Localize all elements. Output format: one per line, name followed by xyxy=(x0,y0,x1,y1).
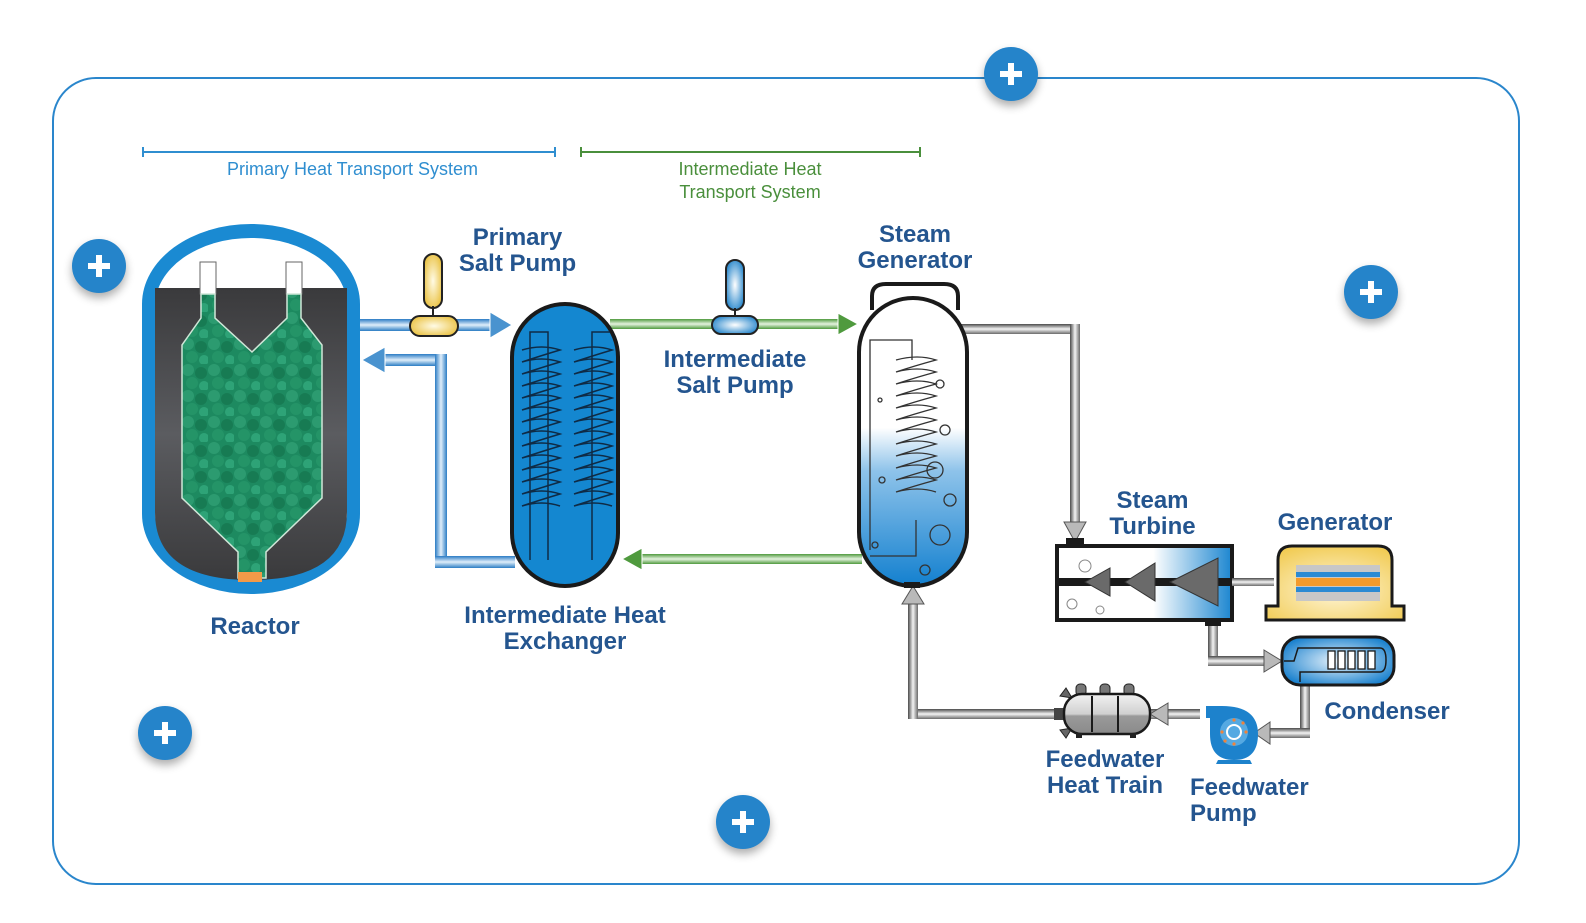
turbine-exhaust-pipe xyxy=(1208,622,1283,673)
feedwater-pump[interactable] xyxy=(1206,706,1258,764)
steam-generator[interactable] xyxy=(857,282,969,588)
primary-cold-leg-pipe xyxy=(360,346,515,568)
steam-turbine-label: Steam Turbine xyxy=(1109,487,1196,540)
main-steam-pipe xyxy=(960,324,1087,544)
hotspot-reactor-button[interactable] xyxy=(72,239,126,293)
primary-system-bracket xyxy=(142,147,556,157)
feedwater-heat-train[interactable] xyxy=(1054,683,1152,739)
hotspot-right-button[interactable] xyxy=(1344,265,1398,319)
generator-label: Generator xyxy=(1277,509,1393,536)
plus-icon xyxy=(154,722,176,744)
reactor-label: Reactor xyxy=(210,613,300,640)
steam-generator-label: Steam Generator xyxy=(857,221,973,274)
generator[interactable] xyxy=(1264,544,1406,622)
feedwater-pipe xyxy=(901,585,1200,726)
intermediate-system-bracket xyxy=(580,147,921,157)
intermediate-heat-exchanger[interactable] xyxy=(510,302,620,588)
hotspot-top-button[interactable] xyxy=(984,47,1038,101)
intermediate-salt-pump[interactable] xyxy=(711,259,759,335)
plus-icon xyxy=(1360,281,1382,303)
primary-salt-pump[interactable] xyxy=(409,253,459,337)
diagram-frame xyxy=(52,77,1520,885)
hotspot-bottom-center-button[interactable] xyxy=(716,795,770,849)
condensate-pipe xyxy=(1253,676,1310,745)
hotspot-bottom-left-button[interactable] xyxy=(138,706,192,760)
feedwater-pump-label: Feedwater Pump xyxy=(1190,774,1309,827)
plus-icon xyxy=(1000,63,1022,85)
primary-system-label: Primary Heat Transport System xyxy=(226,159,479,179)
intermediate-cold-leg-pipe xyxy=(620,547,862,571)
intermediate-salt-pump-label: Intermediate Salt Pump xyxy=(663,346,807,399)
feedwater-heat-train-label: Feedwater Heat Train xyxy=(1045,746,1165,799)
condenser-label: Condenser xyxy=(1324,698,1450,725)
plus-icon xyxy=(732,811,754,833)
reactor[interactable] xyxy=(142,224,360,594)
steam-turbine[interactable] xyxy=(1055,538,1274,626)
condenser[interactable] xyxy=(1280,635,1396,687)
plus-icon xyxy=(88,255,110,277)
primary-salt-pump-label: Primary Salt Pump xyxy=(458,224,577,277)
intermediate-heat-exchanger-label: Intermediate Heat Exchanger xyxy=(464,602,666,655)
intermediate-system-label: Intermediate Heat Transport System xyxy=(678,159,822,202)
